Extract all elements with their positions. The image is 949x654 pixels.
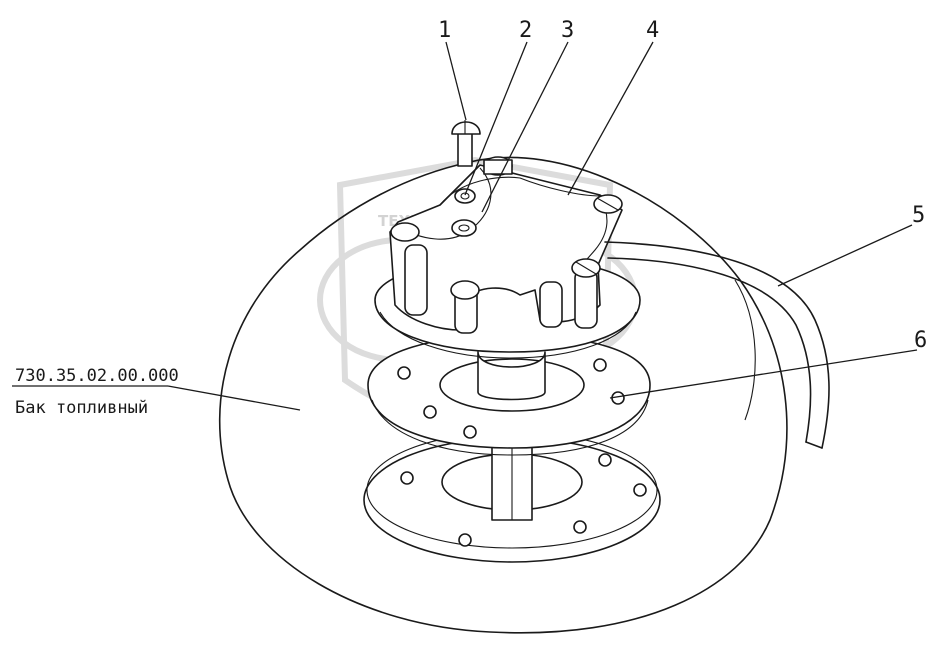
callout-4: 4 — [646, 18, 659, 43]
assembly-name: Бак топливный — [15, 398, 148, 418]
tank-outline — [218, 156, 788, 634]
wire-hose — [604, 241, 830, 449]
callout-6: 6 — [914, 328, 927, 353]
callout-2: 2 — [519, 18, 532, 43]
callout-3: 3 — [561, 18, 574, 43]
screw — [451, 120, 481, 167]
sender-body — [374, 156, 641, 359]
callout-1: 1 — [438, 18, 451, 43]
assembly-part-number: 730.35.02.00.000 — [15, 366, 179, 386]
leader-lines — [12, 41, 918, 411]
callout-5: 5 — [912, 203, 925, 228]
